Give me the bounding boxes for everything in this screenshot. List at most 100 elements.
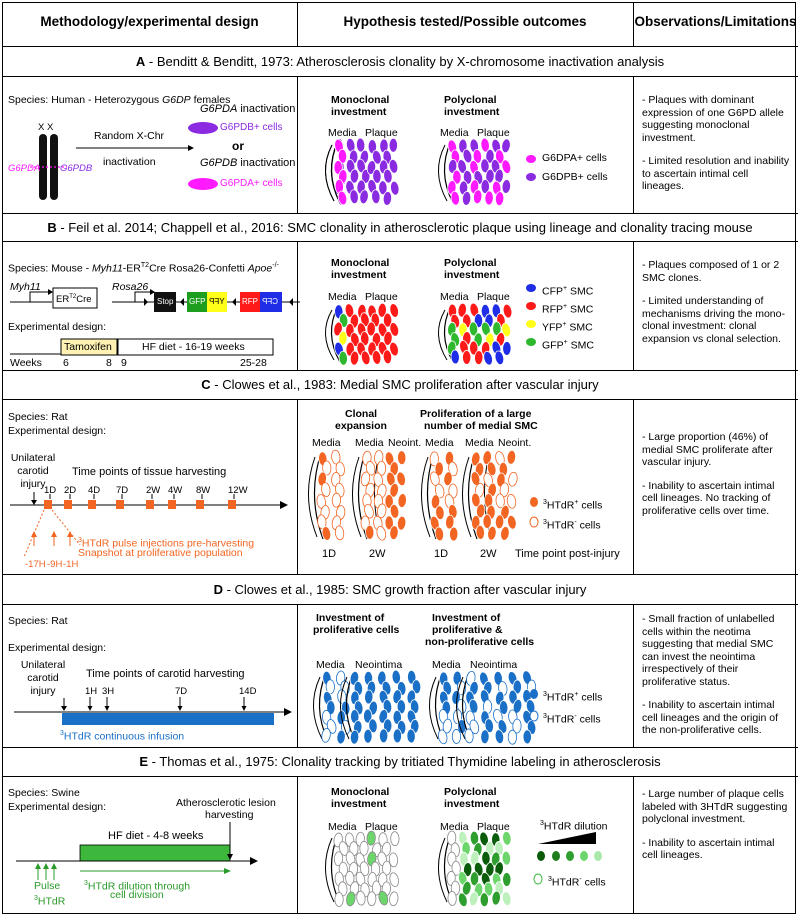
c-expansion: expansion [335, 420, 387, 432]
cell [512, 679, 522, 695]
c-1d-a: 1D [322, 548, 337, 560]
cell [482, 450, 492, 465]
vessel-wall [428, 676, 439, 740]
cell [450, 349, 460, 365]
c-legend-neg-swatch [529, 516, 539, 528]
b-ercre: ERT2Cre [56, 294, 92, 306]
cell [377, 302, 387, 318]
c-pulse-guide [51, 509, 81, 546]
vessel-wall [352, 456, 362, 538]
cell [396, 515, 407, 531]
c-pulse-marker [116, 500, 124, 509]
c-media2: Media [355, 437, 384, 449]
cell [502, 872, 512, 887]
c-h1: -1H [63, 559, 79, 570]
cell [389, 341, 399, 357]
d-infusion-bar [62, 713, 274, 725]
col-divider-a1 [297, 76, 298, 213]
cell [378, 180, 388, 196]
cell [349, 168, 360, 184]
d-inv4: proliferative & [432, 624, 503, 636]
c-pulse-marker [64, 500, 72, 509]
cell [349, 350, 360, 366]
cell [468, 321, 479, 337]
e-dilution-wedge [538, 832, 596, 844]
cell [356, 890, 366, 906]
cell [389, 303, 399, 318]
cell [479, 892, 489, 908]
a-observations: - Plaques with dominant expression of on… [642, 94, 792, 204]
c-timepoint-label: Time point post-injury [515, 548, 620, 560]
c-pulse-marker [196, 500, 204, 509]
b-divider [2, 213, 798, 214]
cell [494, 191, 505, 207]
a-g6pda-label: G6PDA [8, 163, 41, 174]
c-pulse-arrowhead [31, 531, 37, 537]
cell [451, 860, 461, 876]
e-neg-swatch [533, 873, 543, 885]
cell [495, 149, 505, 164]
e-lesion1: Atherosclerotic lesion [176, 797, 276, 809]
cell [376, 525, 387, 541]
e-mono-title: Monoclonal [331, 786, 390, 798]
e-pulse-arrowhead [51, 863, 57, 869]
cell [501, 159, 512, 174]
cell [506, 449, 517, 465]
d-design: Experimental design: [8, 642, 107, 654]
cell [449, 526, 459, 542]
cell [480, 137, 490, 153]
vessel-wall [312, 676, 323, 740]
a-media2: Media [440, 127, 469, 139]
d-inv1: Investment of [316, 612, 385, 624]
c-legend-neg: 3HTdR- cells [543, 519, 601, 532]
cell [334, 525, 345, 541]
e-design: Experimental design: [8, 801, 107, 813]
section-b-title: B - Feil et al. 2014; Chappell et al., 2… [47, 220, 753, 235]
d-neointima1: Neointima [355, 659, 403, 671]
a-mono-title: Monoclonal [331, 94, 390, 106]
c-2w-a: 2W [369, 548, 386, 560]
c-axis-arrow [280, 501, 288, 509]
d-title-divider [2, 604, 798, 605]
cell [500, 526, 510, 541]
c-timepoint-label: 2D [64, 485, 76, 496]
cell [434, 526, 445, 542]
cell [469, 340, 479, 356]
cell [475, 524, 485, 540]
vessel-wall [357, 452, 368, 540]
section-d-title: D - Clowes et al., 1985: SMC growth frac… [213, 582, 587, 597]
cell [389, 482, 399, 498]
cell [364, 689, 374, 705]
c-pulse-arrowhead [51, 531, 57, 537]
e-dilution-swatch [566, 851, 574, 861]
vessel-wall [421, 456, 431, 538]
cell [437, 729, 448, 745]
cell [480, 158, 490, 174]
cell [338, 350, 348, 366]
e-dilution-swatch [552, 851, 560, 861]
legend-g6dpb-swatch [526, 173, 536, 181]
cell [473, 189, 483, 205]
cell [442, 718, 453, 734]
cell [338, 841, 349, 856]
c-pulse-marker [44, 500, 52, 509]
d-divider [2, 574, 798, 575]
c-legend-pos-swatch [530, 497, 538, 507]
e-poly-title: Polyclonal [444, 786, 497, 798]
cell [392, 728, 402, 744]
c-pulse-marker [88, 500, 96, 509]
cell [462, 169, 473, 185]
header-observations: Observations/Limitations [634, 14, 797, 29]
e-dilution-swatch [580, 851, 588, 861]
d-legend-neg: 3HTdR- cells [543, 713, 601, 726]
c-media1: Media [312, 437, 341, 449]
c-clonal: Clonal [345, 408, 378, 420]
d-obs1: - Small fraction of unlabelled cells wit… [642, 613, 775, 688]
cell [379, 728, 389, 744]
cell [397, 493, 407, 508]
cell [389, 322, 400, 337]
c-media4: Media [465, 437, 494, 449]
